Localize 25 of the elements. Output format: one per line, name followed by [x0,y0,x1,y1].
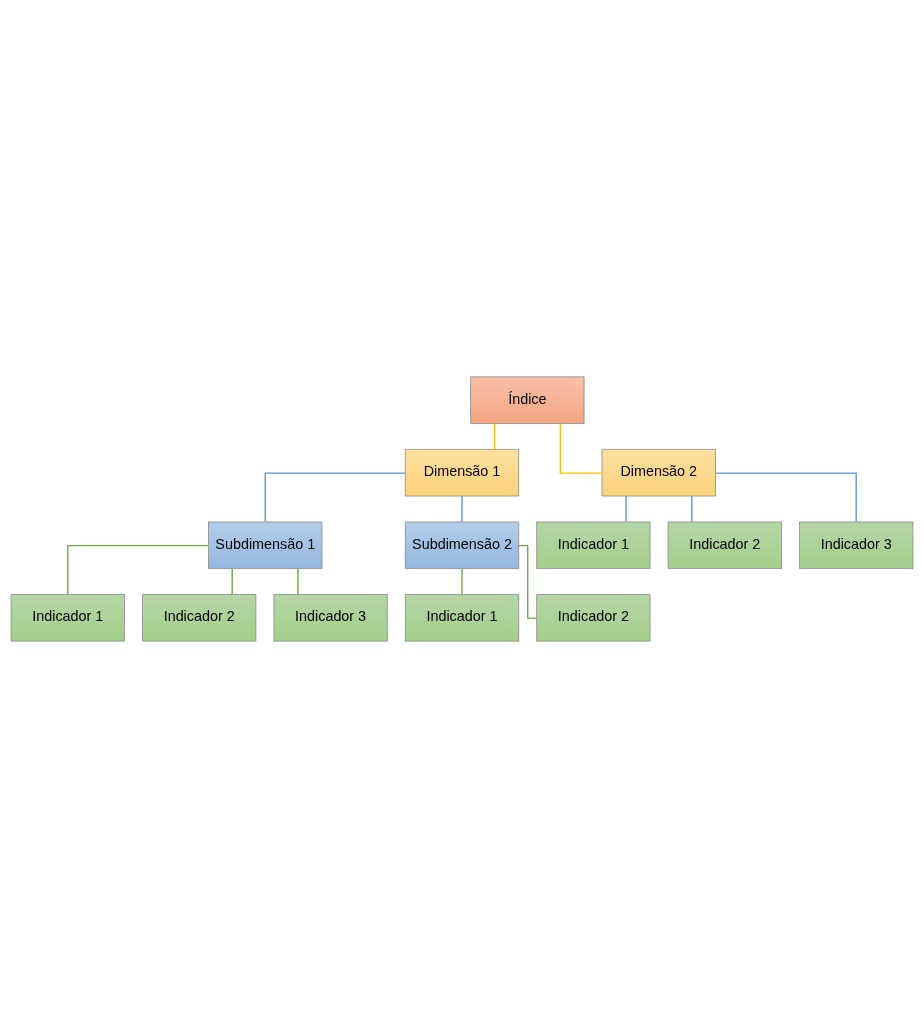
node-box: Indicador 3 [273,593,388,641]
node-box: Indicador 2 [536,593,651,641]
connector [461,567,463,595]
connector [625,494,627,522]
connector [67,544,210,595]
node-box: Indicador 2 [142,593,257,641]
node-box: Índice [470,376,585,424]
node-box: Subdimensão 1 [208,521,323,569]
node-box: Subdimensão 2 [404,521,520,569]
node-box: Indicador 1 [536,521,651,569]
connector [714,471,857,523]
node-box: Indicador 3 [799,521,914,569]
connector [559,422,603,474]
node-box: Indicador 1 [404,593,520,641]
node-box: Indicador 1 [10,593,125,641]
connector [264,471,406,523]
connector [461,494,463,522]
connector [231,567,233,595]
connector [297,567,299,595]
node-box: Indicador 2 [667,521,782,569]
connector [493,422,496,450]
node-box: Dimensão 1 [404,448,520,496]
connector [691,494,693,522]
connector [518,544,538,619]
node-box: Dimensão 2 [601,448,716,496]
